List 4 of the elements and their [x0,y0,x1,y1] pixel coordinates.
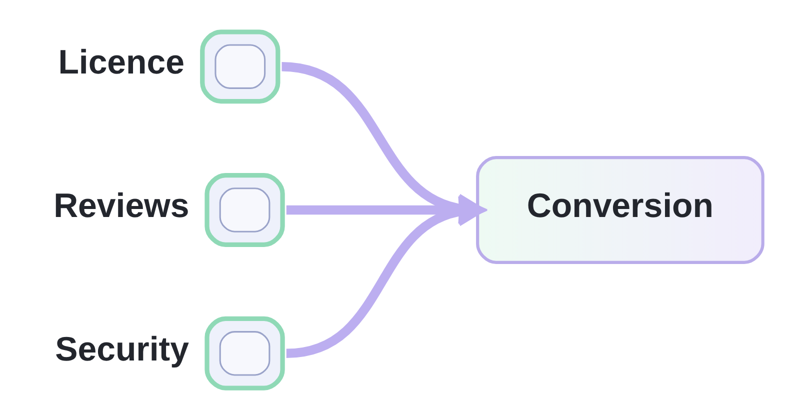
node-label: Reviews [53,187,189,226]
node-label: Security [54,330,188,368]
node-box: Conversion [476,156,764,264]
node-label: Licence [58,44,184,82]
